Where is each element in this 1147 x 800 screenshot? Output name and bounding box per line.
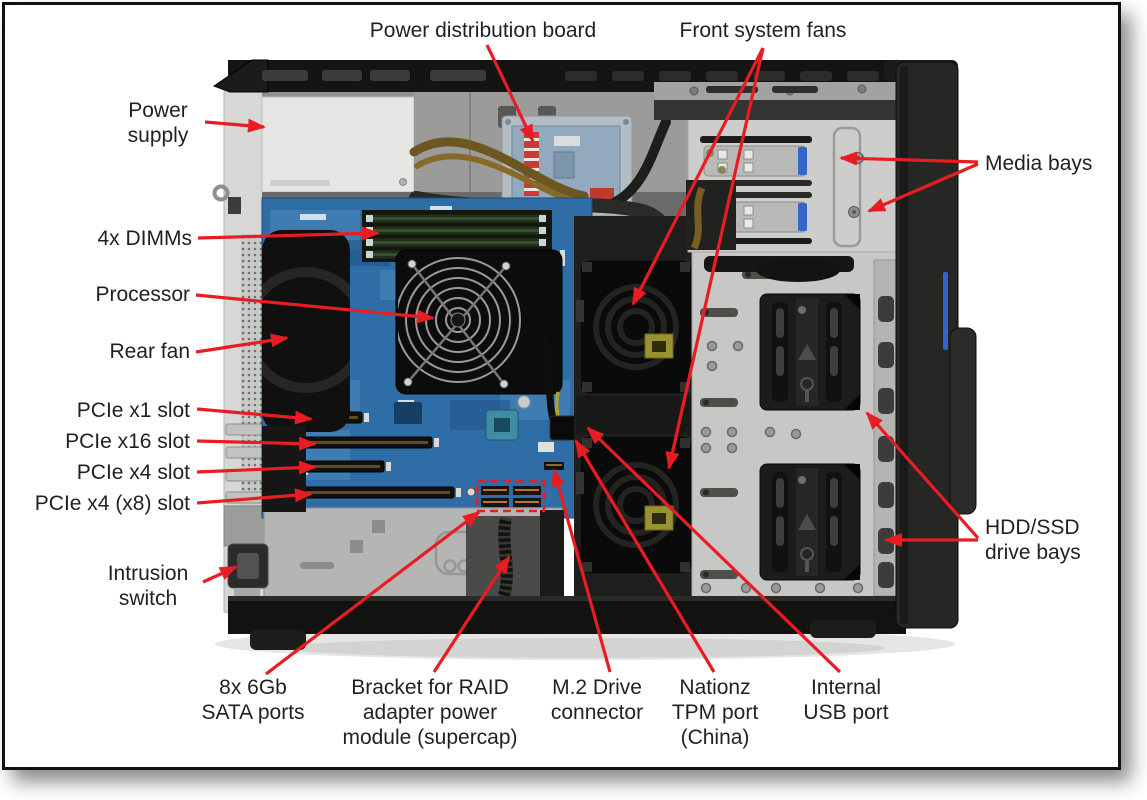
front-bezel [884, 60, 977, 629]
hdd-tray-2 [759, 463, 861, 581]
chipset-heatsink [485, 409, 519, 441]
media-rail-1 [703, 145, 807, 177]
cpu-fan [395, 249, 563, 395]
hdd-tray-1 [759, 293, 861, 411]
board-edge-connectors [538, 329, 579, 470]
front-fan-lower [579, 435, 693, 575]
chassis-rear-edge [212, 67, 265, 619]
chassis-top [212, 59, 904, 120]
media-bay-cage [686, 117, 905, 253]
front-fan-column [574, 216, 698, 608]
drive-bay-panel [691, 251, 905, 601]
front-fan-upper [579, 259, 693, 395]
lower-bracket-area [263, 507, 564, 603]
